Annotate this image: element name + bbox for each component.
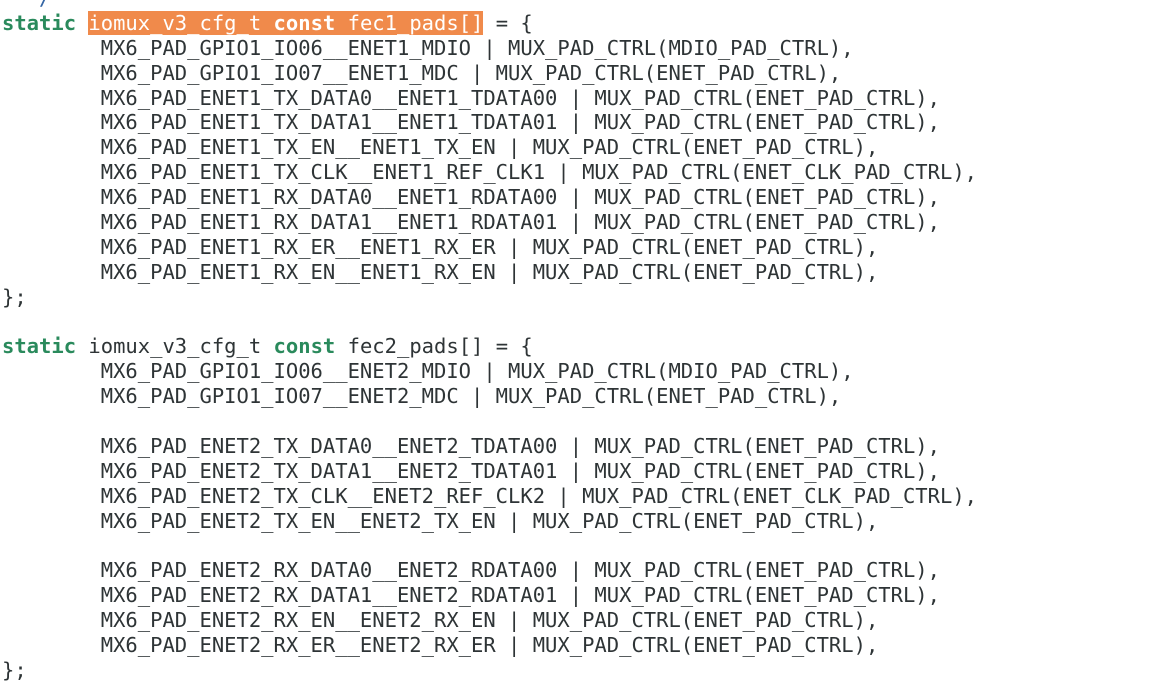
blank-line [2,534,977,559]
code-line: MX6_PAD_ENET2_RX_DATA1__ENET2_RDATA01 | … [2,583,940,608]
type-name: iomux_v3_cfg_t [88,334,262,359]
code-line: MX6_PAD_ENET1_TX_DATA1__ENET1_TDATA01 | … [2,110,940,135]
array-name: fec1_pads[] [347,10,484,35]
code-line: MX6_PAD_ENET1_RX_EN__ENET1_RX_EN | MUX_P… [2,259,879,284]
code-line: MX6_PAD_GPIO1_IO07__ENET2_MDC | MUX_PAD_… [2,384,842,409]
code-line: MX6_PAD_ENET2_TX_EN__ENET2_TX_EN | MUX_P… [2,508,879,533]
code-line: MX6_PAD_ENET1_RX_DATA0__ENET1_RDATA00 | … [2,185,940,210]
selected-text[interactable]: iomux_v3_cfg_t const fec1_pads[] [88,10,484,35]
code-line-close: }; [2,658,27,683]
code-line: MX6_PAD_ENET1_RX_ER__ENET1_RX_ER | MUX_P… [2,234,879,259]
keyword-static: static [2,10,77,35]
assign-open: = { [483,334,533,359]
code-line: MX6_PAD_ENET1_TX_DATA0__ENET1_TDATA00 | … [2,85,940,110]
code-line: MX6_PAD_ENET1_TX_CLK__ENET1_REF_CLK1 | M… [2,160,978,185]
blank-line [2,409,977,434]
assign-open: = { [483,10,533,35]
type-name: iomux_v3_cfg_t [88,10,262,35]
code-line: / [2,0,977,11]
keyword-const: const [273,10,336,35]
keyword-const: const [273,334,336,359]
code-line: MX6_PAD_ENET1_RX_DATA1__ENET1_RDATA01 | … [2,210,940,235]
code-line: MX6_PAD_ENET2_TX_CLK__ENET2_REF_CLK2 | M… [2,483,978,508]
code-line-close: }; [2,284,27,309]
blank-line [2,310,977,335]
code-line: MX6_PAD_ENET2_RX_DATA0__ENET2_RDATA00 | … [2,558,940,583]
keyword-static: static [2,334,77,359]
code-line: MX6_PAD_GPIO1_IO07__ENET1_MDC | MUX_PAD_… [2,60,842,85]
code-line: MX6_PAD_ENET2_TX_DATA0__ENET2_TDATA00 | … [2,434,940,459]
code-line: MX6_PAD_GPIO1_IO06__ENET2_MDIO | MUX_PAD… [2,359,854,384]
code-line: MX6_PAD_ENET2_RX_EN__ENET2_RX_EN | MUX_P… [2,608,879,633]
code-line-fec2-declaration: static iomux_v3_cfg_t const fec2_pads[] … [2,334,977,359]
code-text[interactable]: /static iomux_v3_cfg_t const fec1_pads[]… [2,0,977,683]
code-line-fec1-declaration: static iomux_v3_cfg_t const fec1_pads[] … [2,10,977,36]
code-line: MX6_PAD_ENET2_TX_DATA1__ENET2_TDATA01 | … [2,458,940,483]
array-name: fec2_pads[] [347,334,484,359]
code-line: MX6_PAD_ENET1_TX_EN__ENET1_TX_EN | MUX_P… [2,135,879,160]
code-line: MX6_PAD_GPIO1_IO06__ENET1_MDIO | MUX_PAD… [2,35,854,60]
code-line: MX6_PAD_ENET2_RX_ER__ENET2_RX_ER | MUX_P… [2,633,879,658]
